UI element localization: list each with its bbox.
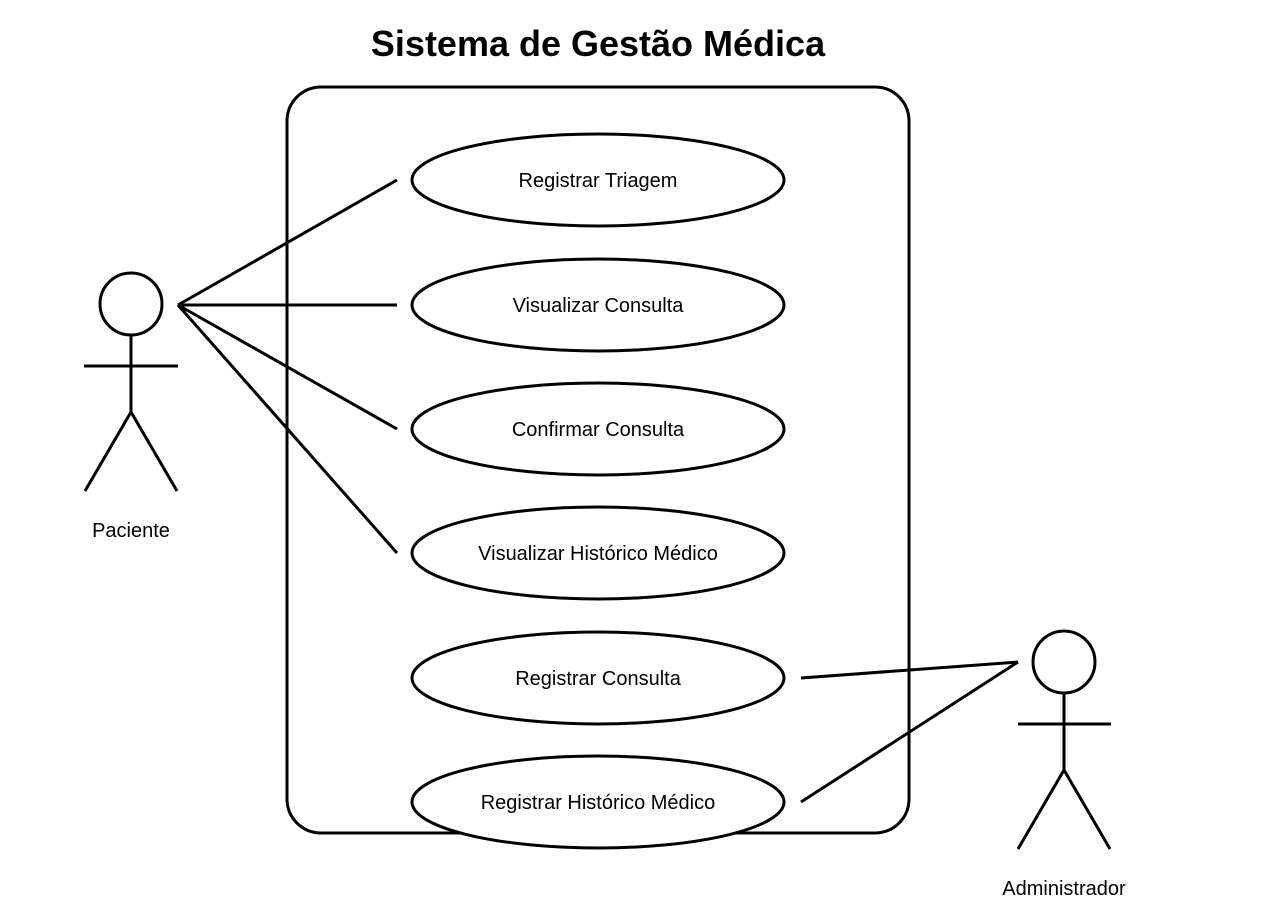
actor-left-leg [83, 411, 133, 492]
actor-head [1031, 629, 1097, 695]
use-case-label: Registrar Triagem [519, 170, 678, 192]
use-case-label: Visualizar Histórico Médico [478, 543, 718, 565]
patient-associations [176, 178, 399, 554]
actor-paciente[interactable]: Paciente [83, 271, 179, 542]
use-case-ellipse [410, 505, 786, 601]
use-case-registrar-consulta[interactable]: Registrar Consulta [410, 630, 786, 726]
use-case-registrar-triagem[interactable]: Registrar Triagem [410, 132, 786, 228]
use-case-visualizar-consulta[interactable]: Visualizar Consulta [410, 257, 786, 353]
association-line [800, 660, 1019, 804]
use-case-ellipse [410, 132, 786, 228]
actor-head [98, 271, 164, 337]
association-line [177, 303, 398, 431]
actor-right-leg [1062, 769, 1112, 850]
use-case-ellipse [410, 630, 786, 726]
use-case-confirmar-consulta[interactable]: Confirmar Consulta [410, 381, 786, 477]
actor-left-leg [1016, 769, 1066, 850]
diagram-title: Sistema de Gestão Médica [371, 23, 826, 64]
actor-label: Administrador [1002, 878, 1126, 900]
stick-figure-icon [83, 271, 179, 492]
use-case-label: Registrar Consulta [515, 668, 682, 690]
use-case-ellipse [410, 257, 786, 353]
use-case-visualizar-historico-medico[interactable]: Visualizar Histórico Médico [410, 505, 786, 601]
use-case-registrar-historico-medico[interactable]: Registrar Histórico Médico [410, 754, 786, 850]
use-case-ellipse [410, 754, 786, 850]
association-line [176, 304, 399, 554]
association-line [800, 660, 1019, 680]
stick-figure-icon [1016, 629, 1112, 850]
use-case-ellipse [410, 381, 786, 477]
association-line [177, 178, 398, 307]
actor-right-leg [129, 411, 179, 492]
use-case-label: Registrar Histórico Médico [481, 792, 716, 814]
actor-administrador[interactable]: Administrador [1002, 629, 1126, 900]
admin-associations [800, 660, 1019, 804]
use-case-label: Confirmar Consulta [512, 419, 685, 441]
use-case-label: Visualizar Consulta [513, 295, 685, 317]
actor-label: Paciente [92, 520, 170, 542]
